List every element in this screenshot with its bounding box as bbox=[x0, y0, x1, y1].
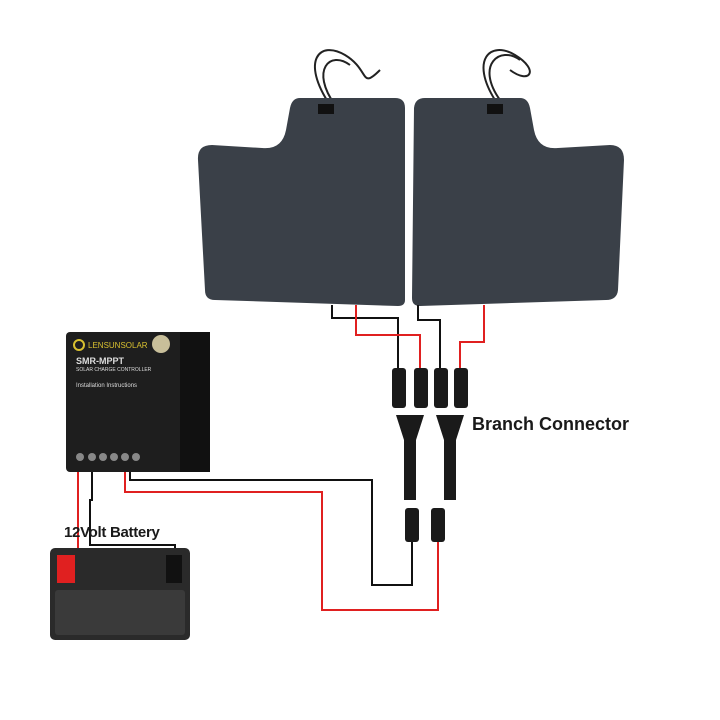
solar-panel-left bbox=[197, 98, 405, 306]
controller-instructions: Installation Instructions bbox=[76, 383, 138, 389]
branch-connector-label: Branch Connector bbox=[472, 414, 630, 434]
branch-connector-positive bbox=[436, 415, 464, 500]
battery-positive-terminal bbox=[57, 555, 75, 583]
junction-box-right bbox=[487, 104, 503, 114]
panel-cables bbox=[313, 49, 531, 106]
junction-box-left bbox=[318, 104, 334, 114]
branch-connector-negative bbox=[396, 415, 424, 500]
controller-subtitle: SOLAR CHARGE CONTROLLER bbox=[76, 367, 152, 373]
battery-label: 12Volt Battery bbox=[64, 524, 160, 541]
charge-controller bbox=[66, 332, 210, 472]
wires bbox=[77, 305, 485, 611]
battery-negative-terminal bbox=[166, 555, 182, 583]
controller-brand: LENSUNSOLAR bbox=[88, 341, 148, 350]
mc4-connectors bbox=[392, 368, 468, 542]
solar-panel-right bbox=[412, 98, 624, 306]
controller-model: SMR-MPPT bbox=[76, 356, 124, 366]
battery bbox=[50, 548, 190, 640]
